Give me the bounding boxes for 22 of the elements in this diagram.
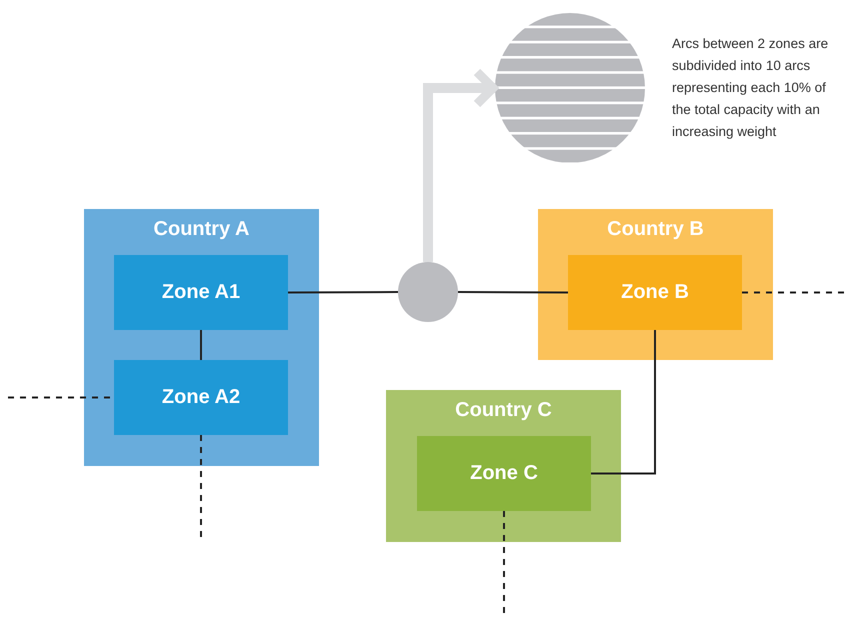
zone-label: Zone C bbox=[470, 461, 538, 486]
country-box bbox=[84, 209, 319, 466]
note-text: Arcs between 2 zones are subdivided into 10 arcs representing each 10% of the total capacity with an increasing weight bbox=[672, 35, 830, 141]
zone-label: Zone B bbox=[621, 280, 689, 305]
country-box bbox=[386, 390, 621, 542]
connector-line bbox=[458, 291, 568, 294]
zone-box bbox=[568, 255, 742, 330]
connector-line bbox=[288, 291, 398, 294]
zone-label: Zone A1 bbox=[162, 280, 240, 305]
connector-line bbox=[742, 292, 846, 294]
connector-line bbox=[591, 330, 656, 474]
zone-box bbox=[417, 436, 591, 511]
country-heading: Country A bbox=[154, 217, 250, 242]
striped-circle-drawing bbox=[495, 13, 645, 162]
connector-line bbox=[200, 330, 202, 360]
country-box bbox=[538, 209, 773, 360]
zone-label: Zone A2 bbox=[162, 385, 240, 410]
thick-arrow bbox=[423, 68, 498, 262]
country-heading: Country B bbox=[607, 217, 704, 242]
country-heading: Country C bbox=[455, 398, 552, 423]
zone-box bbox=[114, 255, 288, 330]
zone-box bbox=[114, 360, 288, 435]
